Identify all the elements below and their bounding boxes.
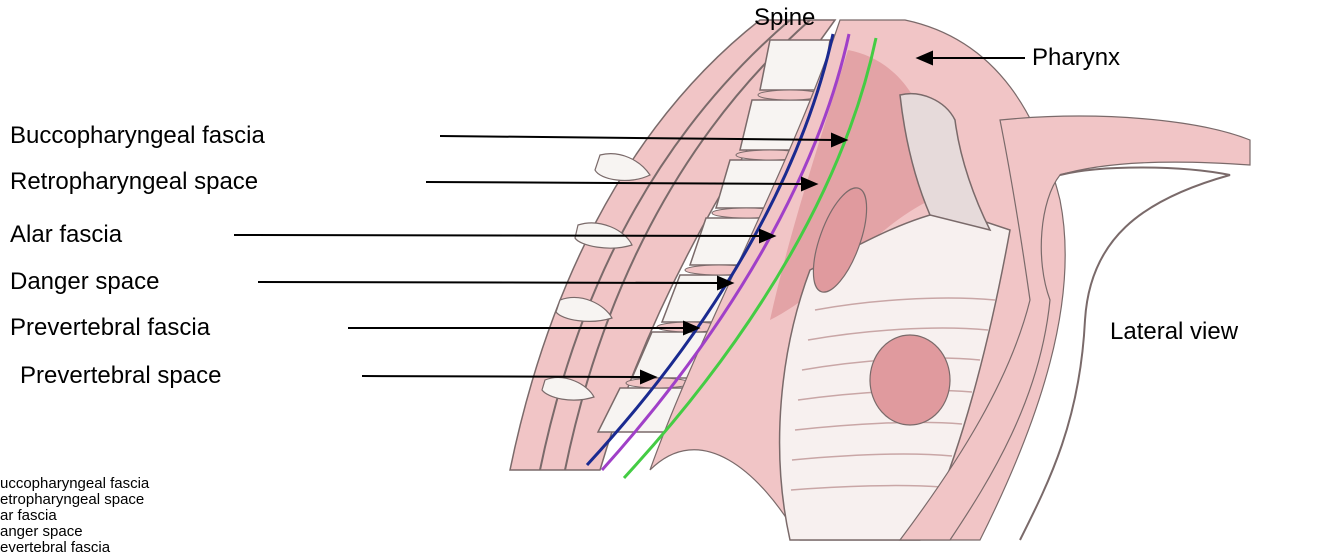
alar-fascia-label: Alar fascia (10, 221, 122, 249)
pharynx-label: Pharynx (1032, 44, 1120, 72)
pointer-alar-fascia (234, 235, 764, 236)
danger-space-label: Danger space (10, 268, 159, 296)
spine-label: Spine (754, 4, 815, 32)
legend-item: evertebral fascia (0, 540, 110, 555)
legend-item: etropharyngeal space (0, 492, 144, 507)
lateral-view-label: Lateral view (1110, 318, 1238, 346)
legend-item: anger space (0, 524, 83, 539)
pointer-danger-space (258, 282, 722, 283)
retropharyngeal-space-label: Retropharyngeal space (10, 168, 258, 196)
thyroid-gland (870, 335, 950, 425)
prevertebral-space-label: Prevertebral space (20, 362, 221, 390)
prevertebral-fascia-label: Prevertebral fascia (10, 314, 210, 342)
pointer-prevertebral-space (362, 376, 645, 377)
buccopharyngeal-fascia-label: Buccopharyngeal fascia (10, 122, 265, 150)
legend-item: uccopharyngeal fascia (0, 476, 149, 491)
legend-item: ar fascia (0, 508, 57, 523)
